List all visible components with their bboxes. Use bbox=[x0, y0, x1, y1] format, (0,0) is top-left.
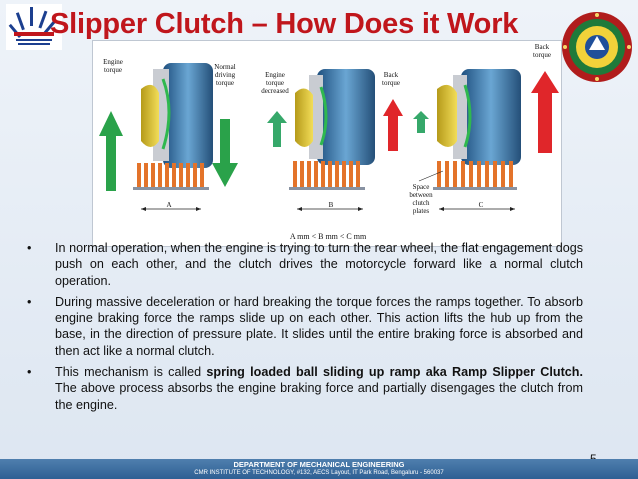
slipper-clutch-diagram: Engine torque Normal driving torque A En… bbox=[92, 40, 562, 247]
footer-address: CMR INSTITUTE OF TECHNOLOGY, #132, AECS … bbox=[194, 470, 444, 476]
bullet-item: • In normal operation, when the engine i… bbox=[27, 241, 583, 288]
bullet-dot-icon: • bbox=[27, 365, 32, 380]
panel-a bbox=[99, 63, 238, 211]
driving-torque-down-arrow bbox=[212, 119, 238, 187]
label-engine-torque-a: Engine torque bbox=[103, 58, 123, 74]
engine-torque-up-arrow bbox=[99, 111, 123, 191]
bullet-item: • During massive deceleration or hard br… bbox=[27, 294, 583, 358]
footer-bar: DEPARTMENT OF MECHANICAL ENGINEERING CMR… bbox=[0, 459, 638, 479]
label-back-torque-b: Back torque bbox=[382, 71, 400, 87]
slide-title: Slipper Clutch – How Does it Work bbox=[50, 8, 519, 40]
back-torque-arrow-c bbox=[531, 71, 559, 153]
dimension-a: A bbox=[166, 201, 172, 209]
small-torque-arrow bbox=[413, 111, 429, 133]
footer-department: DEPARTMENT OF MECHANICAL ENGINEERING bbox=[233, 460, 405, 469]
institute-logo-left bbox=[6, 4, 62, 50]
dimension-b: B bbox=[328, 201, 334, 209]
label-engine-torque-decreased: Engine torque decreased bbox=[261, 71, 289, 95]
bullet-list: • In normal operation, when the engine i… bbox=[27, 240, 583, 418]
label-normal-driving-torque: Normal driving torque bbox=[214, 63, 236, 87]
decreased-torque-arrow bbox=[267, 111, 287, 147]
dimension-c: C bbox=[478, 201, 484, 209]
bullet-item: • This mechanism is called spring loaded… bbox=[27, 365, 583, 412]
back-torque-arrow-b bbox=[383, 99, 403, 151]
university-crest-logo bbox=[560, 10, 634, 84]
panel-b bbox=[267, 69, 403, 211]
bold-term: spring loaded ball sliding up ramp aka R… bbox=[206, 365, 583, 380]
figure-caption: A mm < B mm < C mm bbox=[289, 232, 367, 241]
clutch-plates bbox=[137, 163, 204, 189]
panel-c bbox=[413, 69, 559, 211]
label-space-between-clutch-plates: Space between clutch plates bbox=[409, 183, 433, 215]
label-back-torque-c: Back torque bbox=[533, 43, 551, 59]
bullet-dot-icon: • bbox=[27, 241, 32, 255]
bullet-dot-icon: • bbox=[27, 294, 32, 309]
